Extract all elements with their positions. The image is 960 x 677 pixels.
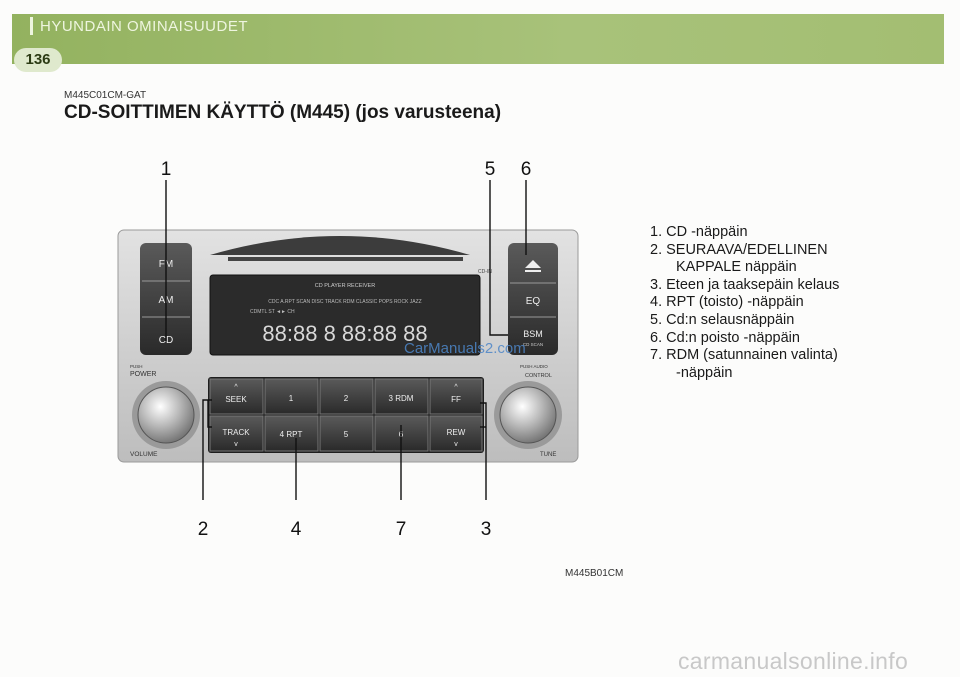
header-marker bbox=[30, 17, 33, 35]
radio-illustration: FM AM CD CD PLAYER RECEIVER CDC A.RPT SC… bbox=[117, 159, 579, 540]
seek-button[interactable]: SEEK bbox=[225, 395, 247, 404]
page-title: CD-SOITTIMEN KÄYTTÖ (M445) (jos varustee… bbox=[64, 102, 502, 123]
callout-7: 7 bbox=[396, 519, 407, 540]
site-footer: carmanualsonline.info bbox=[678, 648, 909, 674]
callout-5: 5 bbox=[485, 159, 496, 180]
header-bar bbox=[12, 14, 944, 64]
figure-code: M445B01CM bbox=[565, 568, 624, 579]
legend-item: 1. CD -näppäin bbox=[650, 224, 748, 240]
ff-button[interactable]: FF bbox=[451, 395, 461, 404]
svg-text:^: ^ bbox=[454, 384, 458, 391]
cd-slot bbox=[210, 236, 470, 255]
track-button[interactable]: TRACK bbox=[222, 428, 250, 437]
bsm-sub-label: CD SCAN bbox=[523, 342, 543, 347]
power-label: POWER bbox=[130, 371, 156, 378]
eq-button[interactable]: EQ bbox=[526, 296, 541, 307]
legend-item: -näppäin bbox=[676, 364, 733, 381]
push-audio-label: PUSH AUDIO bbox=[520, 364, 548, 369]
callout-4: 4 bbox=[291, 519, 302, 540]
volume-label: VOLUME bbox=[130, 451, 158, 458]
display-panel bbox=[209, 274, 481, 356]
cd-in-label: CD-IN bbox=[478, 269, 492, 275]
bsm-button[interactable]: BSM bbox=[523, 329, 543, 339]
callout-3: 3 bbox=[481, 519, 492, 540]
svg-text:^: ^ bbox=[234, 384, 238, 391]
radio-figure: FM AM CD CD PLAYER RECEIVER CDC A.RPT SC… bbox=[100, 145, 600, 550]
push-label: PUSH bbox=[130, 364, 143, 369]
svg-text:v: v bbox=[454, 441, 458, 448]
display-digits: 88:88 8 88:88 88 bbox=[262, 321, 427, 346]
legend-item: 4. RPT (toisto) -näppäin bbox=[650, 294, 804, 311]
preset-5-button[interactable]: 5 bbox=[344, 430, 349, 439]
display-title: CD PLAYER RECEIVER bbox=[315, 283, 375, 289]
legend-item: 7. RDM (satunnainen valinta) bbox=[650, 347, 838, 364]
preset-1-button[interactable]: 1 bbox=[289, 394, 294, 403]
legend-item: 6. Cd:n poisto -näppäin bbox=[650, 329, 800, 346]
callout-lines bbox=[165, 180, 527, 500]
preset-3-rdm-button[interactable]: 3 RDM bbox=[389, 394, 414, 403]
rew-button[interactable]: REW bbox=[447, 428, 466, 437]
tune-label: TUNE bbox=[540, 452, 556, 458]
control-label: CONTROL bbox=[525, 373, 552, 379]
legend-item: 3. Eteen ja taaksepäin kelaus bbox=[650, 276, 840, 293]
preset-2-button[interactable]: 2 bbox=[344, 394, 349, 403]
legend-item: 2. SEURAAVA/EDELLINEN bbox=[650, 241, 828, 258]
preset-buttons bbox=[209, 378, 483, 452]
legend-item: KAPPALE näppäin bbox=[676, 259, 797, 276]
preset-4-rpt-button[interactable]: 4 RPT bbox=[280, 430, 303, 439]
legend-item: 5. Cd:n selausnäppäin bbox=[650, 311, 795, 328]
eject-icon[interactable] bbox=[525, 260, 541, 268]
callout-6: 6 bbox=[521, 159, 532, 180]
display-indicators-2: CDMTL ST ◄► CH bbox=[250, 309, 295, 315]
section-title: HYUNDAIN OMINAISUUDET bbox=[40, 18, 249, 35]
callout-2: 2 bbox=[198, 519, 209, 540]
right-button-column bbox=[508, 243, 558, 355]
tune-knob[interactable] bbox=[499, 386, 557, 444]
callout-1: 1 bbox=[161, 159, 172, 180]
volume-knob[interactable] bbox=[137, 386, 195, 444]
svg-text:v: v bbox=[234, 441, 238, 448]
display-indicators: CDC A.RPT SCAN DISC TRACK RDM CLASSIC PO… bbox=[268, 299, 421, 305]
watermark: CarManuals2.com bbox=[404, 340, 526, 357]
document-code: M445C01CM-GAT bbox=[64, 90, 147, 101]
page-number: 136 bbox=[14, 48, 62, 72]
legend-list: 1. CD -näppäin 2. SEURAAVA/EDELLINEN KAP… bbox=[650, 224, 839, 382]
